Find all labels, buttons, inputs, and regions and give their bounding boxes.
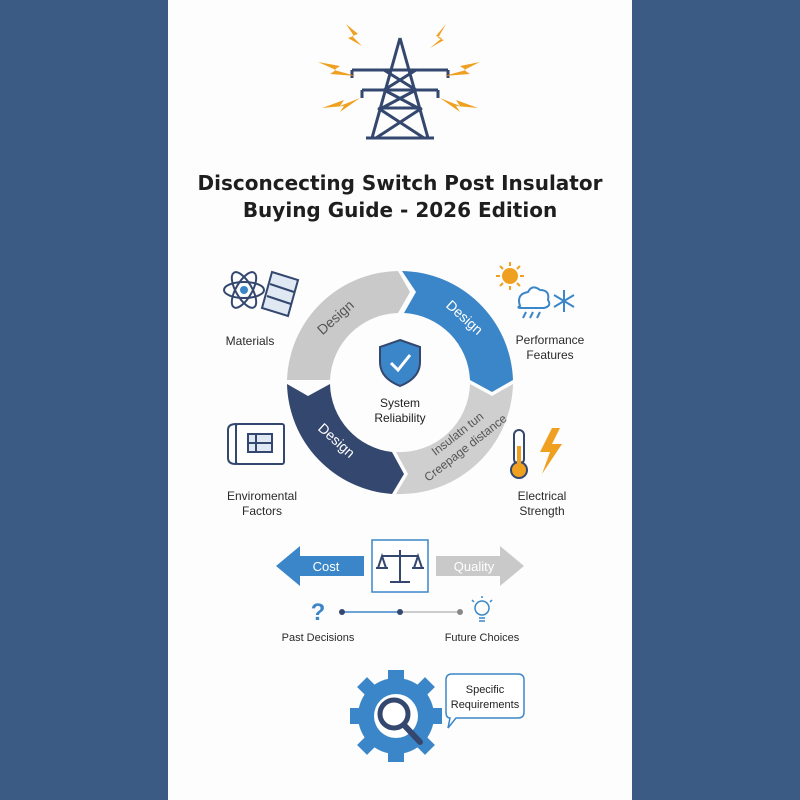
future-choices-label: Future Choices — [444, 632, 520, 644]
thermometer-icon — [510, 429, 528, 479]
question-mark-icon: ? — [311, 599, 326, 626]
center-label-line1: System — [380, 396, 420, 410]
lightning-bolt-icon — [318, 24, 480, 112]
page-title: Disconcecting Switch Post Insulator Buyi… — [168, 170, 632, 224]
cycle-segment-design-3 — [287, 384, 404, 494]
quality-label: Quality — [454, 559, 495, 574]
electric-bolt-icon — [540, 428, 562, 474]
requirements-line2: Requirements — [451, 699, 520, 711]
rain-cloud-icon — [517, 286, 551, 319]
material-layers-icon — [260, 270, 300, 318]
cycle-segment-design-2 — [402, 271, 513, 392]
magnifier-icon — [377, 697, 423, 745]
lightbulb-icon — [471, 596, 493, 622]
cost-label: Cost — [313, 559, 340, 574]
past-decisions-label: Past Decisions — [281, 632, 355, 644]
speech-bubble — [445, 673, 525, 729]
blueprint-icon — [227, 422, 285, 466]
sun-icon — [496, 262, 524, 290]
electrical-strength-label: Electrical Strength — [517, 489, 567, 518]
snowflake-icon — [553, 290, 575, 312]
atom-icon — [223, 271, 265, 309]
materials-label: Materials — [225, 334, 275, 348]
center-label-line2: Reliability — [374, 411, 425, 425]
performance-features-label: Performance Features — [515, 333, 585, 362]
timeline — [339, 609, 463, 615]
balance-scale-icon — [371, 539, 429, 593]
transmission-tower-icon — [350, 37, 450, 140]
quality-arrow — [436, 546, 524, 586]
title-line1: Disconcecting Switch Post Insulator — [197, 171, 603, 195]
cycle-segment-design-1 — [287, 271, 410, 380]
cycle-diagram: Design Design Design Insulatn tun Creepa… — [287, 271, 513, 495]
requirements-line1: Specific — [466, 684, 505, 696]
guide-page — [168, 0, 632, 800]
cycle-segment-creepage — [396, 384, 513, 495]
title-line2: Buying Guide - 2026 Edition — [242, 198, 558, 222]
cost-arrow — [276, 546, 364, 586]
environmental-factors-label: Enviromental Factors — [226, 489, 298, 518]
shield-check-icon — [379, 338, 421, 388]
